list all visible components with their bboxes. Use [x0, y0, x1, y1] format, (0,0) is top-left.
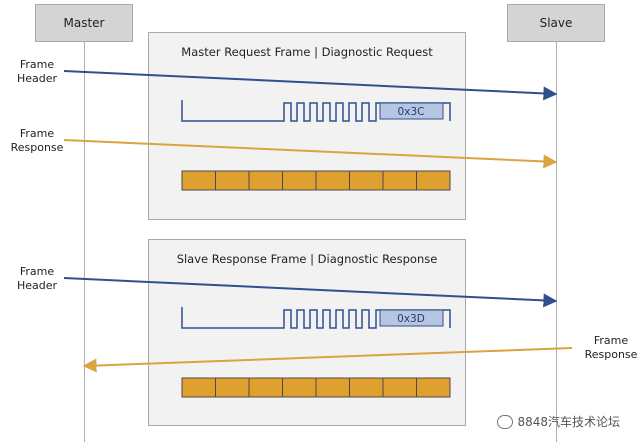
request-response-arrow	[63, 139, 558, 169]
response-header-label-line2: Header	[16, 279, 58, 292]
request-header-arrow	[63, 70, 558, 101]
request-data-byte	[315, 170, 350, 191]
response-response-label-line2: Response	[584, 348, 638, 361]
wechat-icon	[497, 414, 514, 429]
request-response-label: Frame Response	[0, 127, 74, 155]
request-data-bar	[181, 170, 451, 191]
watermark-text: 8848汽车技术论坛	[517, 415, 620, 429]
response-pid-label: 0x3D	[397, 313, 425, 325]
request-header-label-line2: Header	[16, 72, 58, 85]
response-data-byte	[181, 377, 216, 398]
slave-node-label: Slave	[539, 16, 573, 30]
master-node-label: Master	[63, 16, 105, 30]
response-data-byte	[315, 377, 350, 398]
response-frame-title: Slave Response Frame | Diagnostic Respon…	[176, 252, 438, 266]
response-header-label: Frame Header	[8, 265, 66, 293]
request-data-byte	[282, 170, 317, 191]
request-data-byte	[248, 170, 283, 191]
request-data-byte	[349, 170, 384, 191]
response-response-label: Frame Response	[574, 334, 640, 362]
slave-node: Slave	[507, 4, 605, 42]
watermark: 8848汽车技术论坛	[497, 413, 620, 430]
slave-lifeline	[556, 42, 557, 442]
response-data-byte	[248, 377, 283, 398]
response-data-byte	[382, 377, 417, 398]
response-data-bar	[181, 377, 451, 398]
request-frame-title: Master Request Frame | Diagnostic Reques…	[181, 45, 433, 59]
response-header-waveform: 0x3D	[181, 307, 451, 329]
request-response-label-line1: Frame	[19, 127, 55, 140]
response-header-label-line1: Frame	[19, 265, 55, 278]
request-header-waveform: 0x3C	[181, 100, 451, 122]
response-header-arrow	[63, 277, 558, 308]
master-node: Master	[35, 4, 133, 42]
request-header-label: Frame Header	[8, 58, 66, 86]
response-response-label-line1: Frame	[593, 334, 629, 347]
request-data-byte	[382, 170, 417, 191]
response-pid-box	[379, 309, 444, 327]
response-data-byte	[349, 377, 384, 398]
request-pid-label: 0x3C	[398, 106, 425, 118]
request-data-byte	[181, 170, 216, 191]
master-lifeline	[84, 42, 85, 442]
request-data-byte	[416, 170, 451, 191]
response-data-byte	[282, 377, 317, 398]
request-data-byte	[215, 170, 250, 191]
response-data-byte	[215, 377, 250, 398]
request-pid-box	[379, 102, 444, 120]
request-response-label-line2: Response	[10, 141, 64, 154]
response-data-byte	[416, 377, 451, 398]
response-response-arrow	[82, 347, 573, 373]
request-header-label-line1: Frame	[19, 58, 55, 71]
